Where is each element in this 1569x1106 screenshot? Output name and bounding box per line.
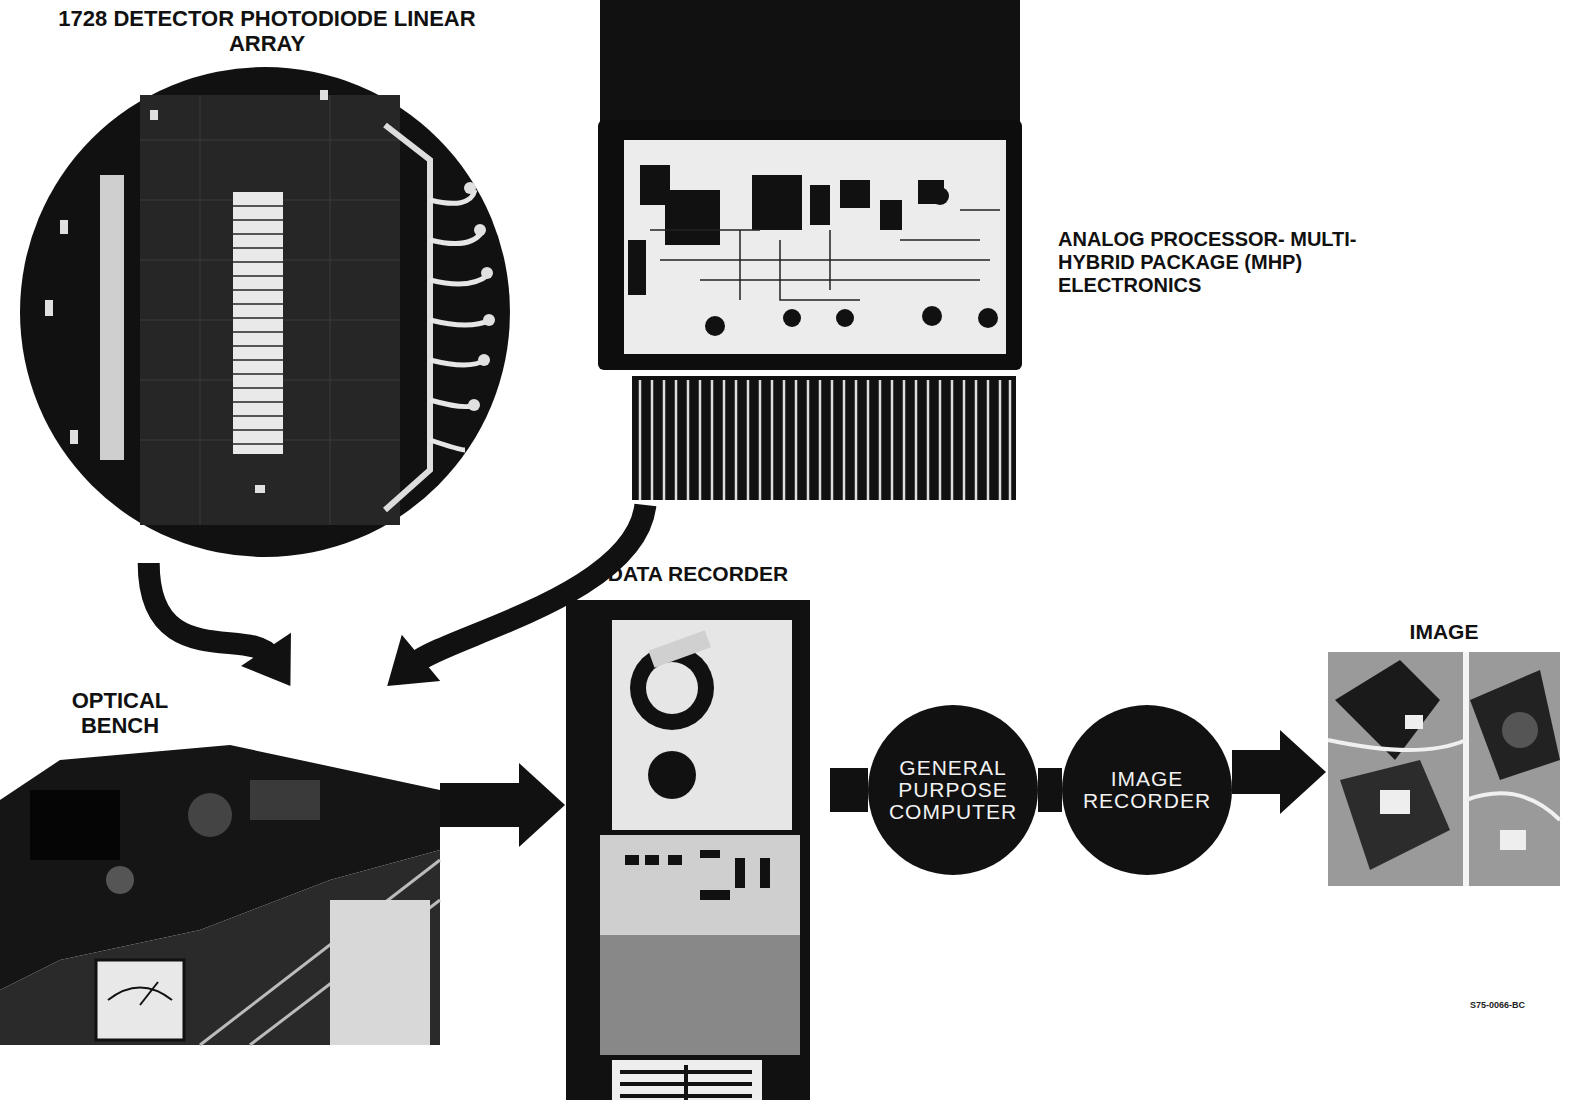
flow-arrow xyxy=(440,763,565,847)
recorder-node: DATA RECORDER xyxy=(565,562,830,1102)
node-heading: OPTICAL BENCH xyxy=(40,688,200,739)
optical-bench-photo xyxy=(0,745,440,1045)
arrowhead xyxy=(519,763,565,847)
node-heading: 1728 DETECTOR PHOTODIODE LINEAR ARRAY xyxy=(57,6,477,57)
computer-circle: GENERAL PURPOSE COMPUTER xyxy=(868,705,1038,875)
arrowhead xyxy=(241,633,291,686)
band-arrow-shaft xyxy=(1038,768,1062,812)
flow-arrow xyxy=(830,768,868,812)
flow-arrow xyxy=(1038,768,1062,812)
arrowhead xyxy=(1280,730,1326,814)
processor-node: ANALOG PROCESSOR- MULTI-HYBRID PACKAGE (… xyxy=(598,0,1388,505)
band-arrow-shaft xyxy=(440,783,519,827)
photodiode-array-photo xyxy=(20,67,510,557)
flow-arrow xyxy=(149,563,291,686)
band-arrow-shaft xyxy=(1232,750,1280,794)
circle-label: IMAGE RECORDER xyxy=(1077,768,1217,812)
aerial-image xyxy=(1328,652,1560,886)
circle-label: GENERAL PURPOSE COMPUTER xyxy=(883,757,1023,823)
band-arrow-shaft xyxy=(830,768,868,812)
flow-arrow xyxy=(1232,730,1326,814)
optical-bench-node: OPTICAL BENCH xyxy=(0,686,440,1046)
figure-code: S75-0066-BC xyxy=(1470,1000,1525,1010)
flow-arrow xyxy=(387,505,645,686)
data-recorder-photo xyxy=(566,600,810,1100)
node-heading: DATA RECORDER xyxy=(573,562,823,586)
node-heading: ANALOG PROCESSOR- MULTI-HYBRID PACKAGE (… xyxy=(1058,228,1368,297)
analog-processor-photo xyxy=(598,0,1022,500)
curved-arrow-shaft xyxy=(149,563,271,657)
arrowhead xyxy=(387,635,440,686)
image-recorder-circle: IMAGE RECORDER xyxy=(1062,705,1232,875)
node-heading: IMAGE xyxy=(1326,620,1562,644)
array-node: 1728 DETECTOR PHOTODIODE LINEAR ARRAY xyxy=(20,6,515,563)
image-node: IMAGE xyxy=(1326,620,1566,888)
